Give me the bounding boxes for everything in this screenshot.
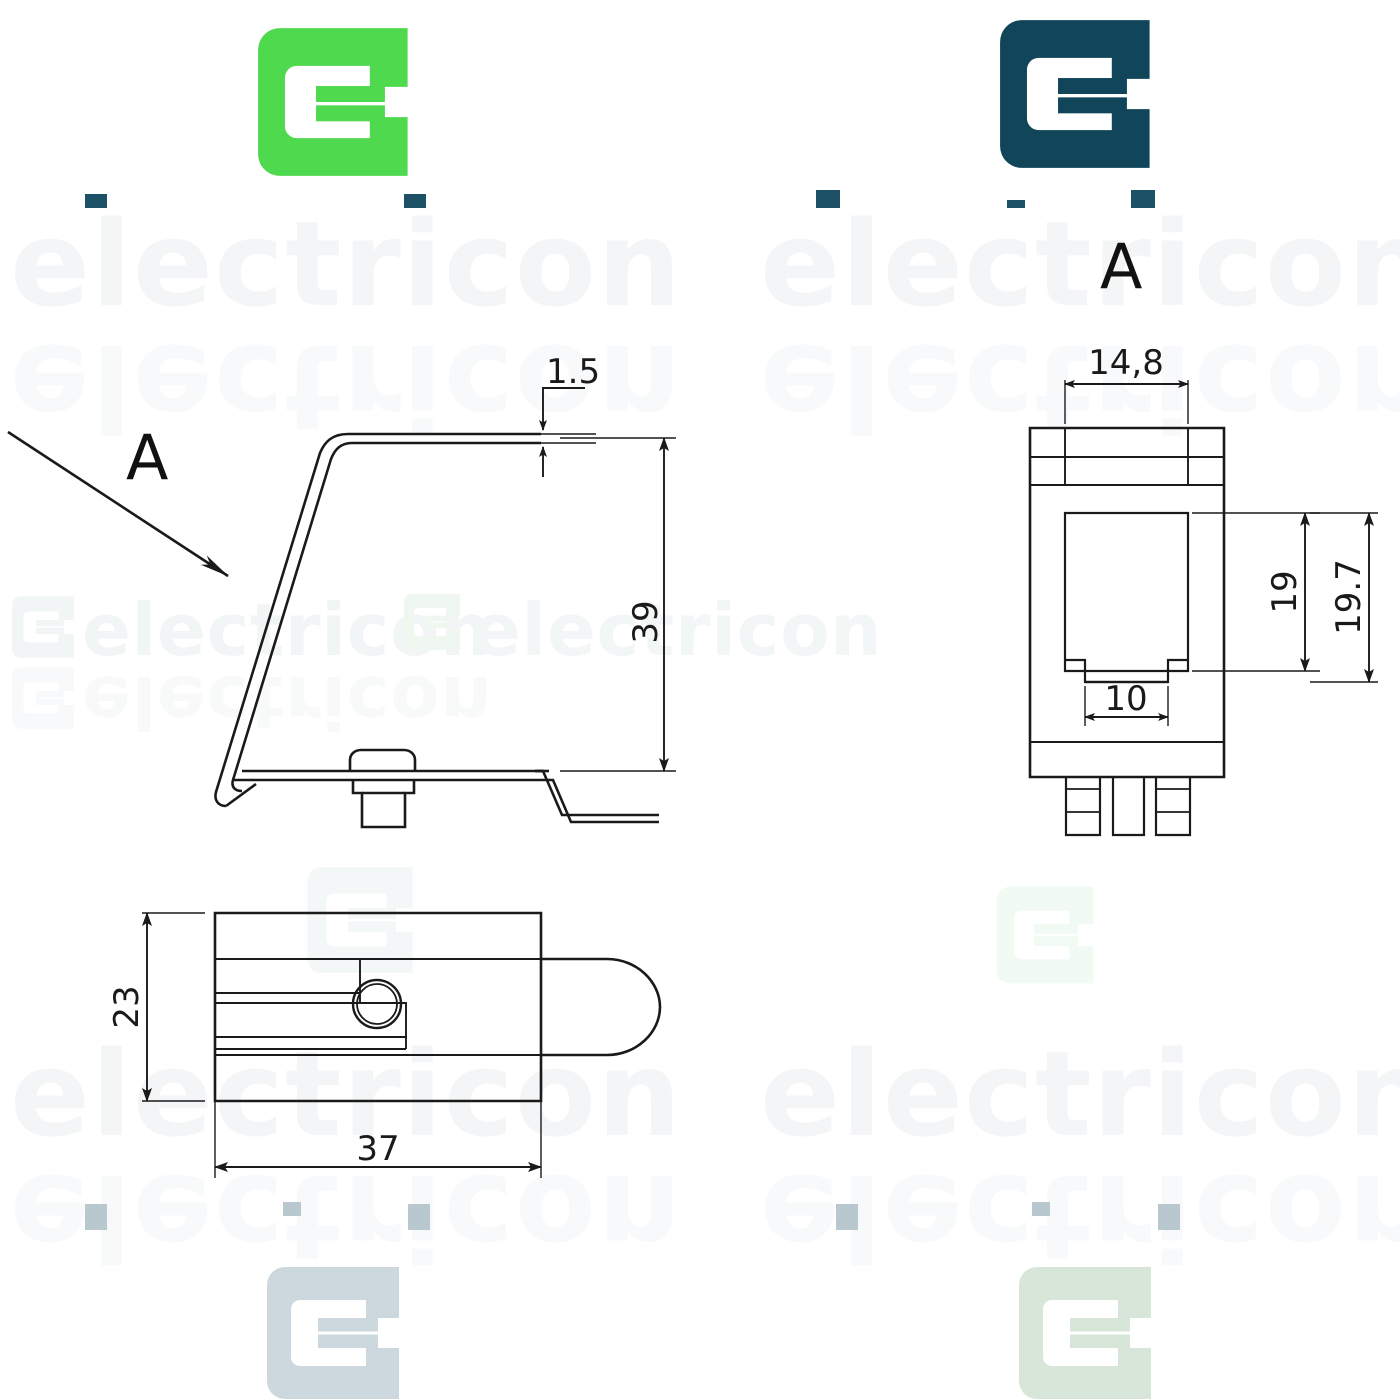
electricon-e-logo-icon [403,593,461,651]
watermark-i-dot [1032,1202,1050,1216]
electricon-e-logo-icon [996,886,1094,984]
watermark-i-dot [283,1202,301,1216]
dimension-width-top-text: 14,8 [1088,343,1164,383]
dimension-overall-slot-height [1310,512,1378,683]
watermark-i-dot [836,1204,858,1230]
dimension-length-text: 37 [356,1129,399,1169]
watermark-i-dot [1007,200,1025,208]
section-marker-label: A [126,421,168,494]
dimension-depth-text: 23 [107,985,147,1028]
watermark-text: electricon [472,588,882,672]
watermark-i-dot [404,194,426,208]
dimension-notch-width-text: 10 [1104,679,1147,719]
watermark-i-dot [408,1204,430,1230]
dimension-length [214,1101,542,1178]
section-view-geometry [1028,426,1226,837]
electricon-e-logo-icon [1000,20,1150,168]
dimension-depth [142,912,205,1102]
dimension-notch-width [1084,686,1169,726]
section-marker-arrow [7,430,229,578]
dimension-height-text: 39 [626,600,666,643]
section-view-title: A [1100,230,1142,303]
electricon-e-logo-icon [12,667,74,729]
plan-view-geometry [213,911,662,1103]
watermark-logo-mark-mirror [1010,1258,1160,1400]
watermark-logo-mark [400,590,464,654]
dimension-overall-slot-height-text: 19.7 [1329,559,1369,635]
watermark-logo-mark [8,592,78,662]
dimension-height [560,437,676,772]
watermark-i-dot [85,1204,107,1230]
watermark-word: electricon [472,588,883,672]
watermark-i-dot [816,190,840,208]
electricon-e-logo-icon [267,1267,399,1399]
watermark-word: electricon [10,195,683,333]
watermark-text: electricon [10,1025,682,1163]
watermark-word: electricon [760,1025,1400,1163]
watermark-i-dot [85,194,107,208]
watermark-logo-mark-mirror [258,1258,408,1400]
watermark-text: electricon [10,195,682,333]
watermark-logo-mark [990,880,1100,990]
watermark-text: electricon [760,195,1400,333]
electricon-e-logo-icon [12,596,74,658]
watermark-i-dot [1131,190,1155,208]
watermark-logo-mark-mirror [8,663,78,733]
brand-logo-teal [990,10,1158,178]
watermark-word: electricon [760,195,1400,333]
dimension-slot-height-text: 19 [1265,570,1305,613]
dimension-thickness-text: 1.5 [546,352,600,392]
watermark-word: electricon [10,1025,683,1163]
electricon-e-logo-icon [1019,1267,1151,1399]
watermark-i-dot [1158,1204,1180,1230]
dimension-width-top [1064,380,1189,424]
side-view-geometry [214,432,659,829]
electricon-e-logo-icon [258,28,408,176]
dimension-slot-height [1192,512,1320,672]
brand-logo-green [248,18,416,186]
dimension-thickness [404,387,596,477]
watermark-text: electricon [760,1025,1400,1163]
